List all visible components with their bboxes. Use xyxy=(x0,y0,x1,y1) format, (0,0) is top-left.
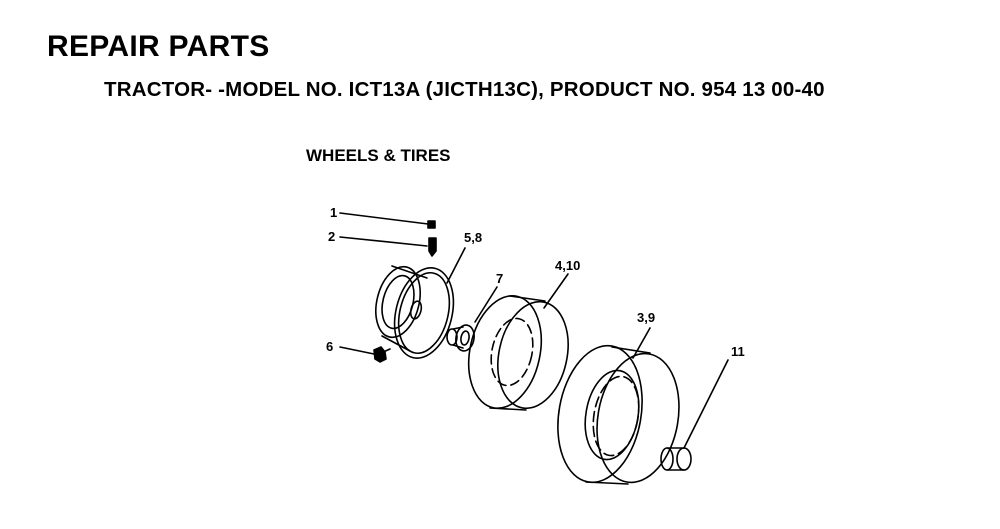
callout-11: 11 xyxy=(731,344,745,359)
callout-7: 7 xyxy=(496,271,503,286)
model-subtitle: TRACTOR- -MODEL NO. ICT13A (JICTH13C), P… xyxy=(104,78,825,101)
callout-1: 1 xyxy=(330,205,337,220)
callout-6: 6 xyxy=(326,339,333,354)
part-11-hub-cap: 11 xyxy=(660,344,745,471)
part-7-bushing: 7 xyxy=(446,271,503,352)
part-5-8-rim: 5,8 xyxy=(375,230,482,359)
callout-4-10: 4,10 xyxy=(555,258,580,273)
callout-3-9: 3,9 xyxy=(637,310,655,325)
part-3-9-tire: 3,9 xyxy=(557,310,680,485)
part-6-screw: 6 xyxy=(326,339,391,363)
section-title-wheels-tires: WHEELS & TIRES xyxy=(306,146,451,165)
part-4-10-tire: 4,10 xyxy=(467,258,580,411)
page-title: REPAIR PARTS xyxy=(47,30,270,63)
part-2-valve-stem: 2 xyxy=(328,229,437,257)
part-1-valve-cap: 1 xyxy=(330,205,436,229)
callout-2: 2 xyxy=(328,229,335,244)
callout-5-8: 5,8 xyxy=(464,230,482,245)
